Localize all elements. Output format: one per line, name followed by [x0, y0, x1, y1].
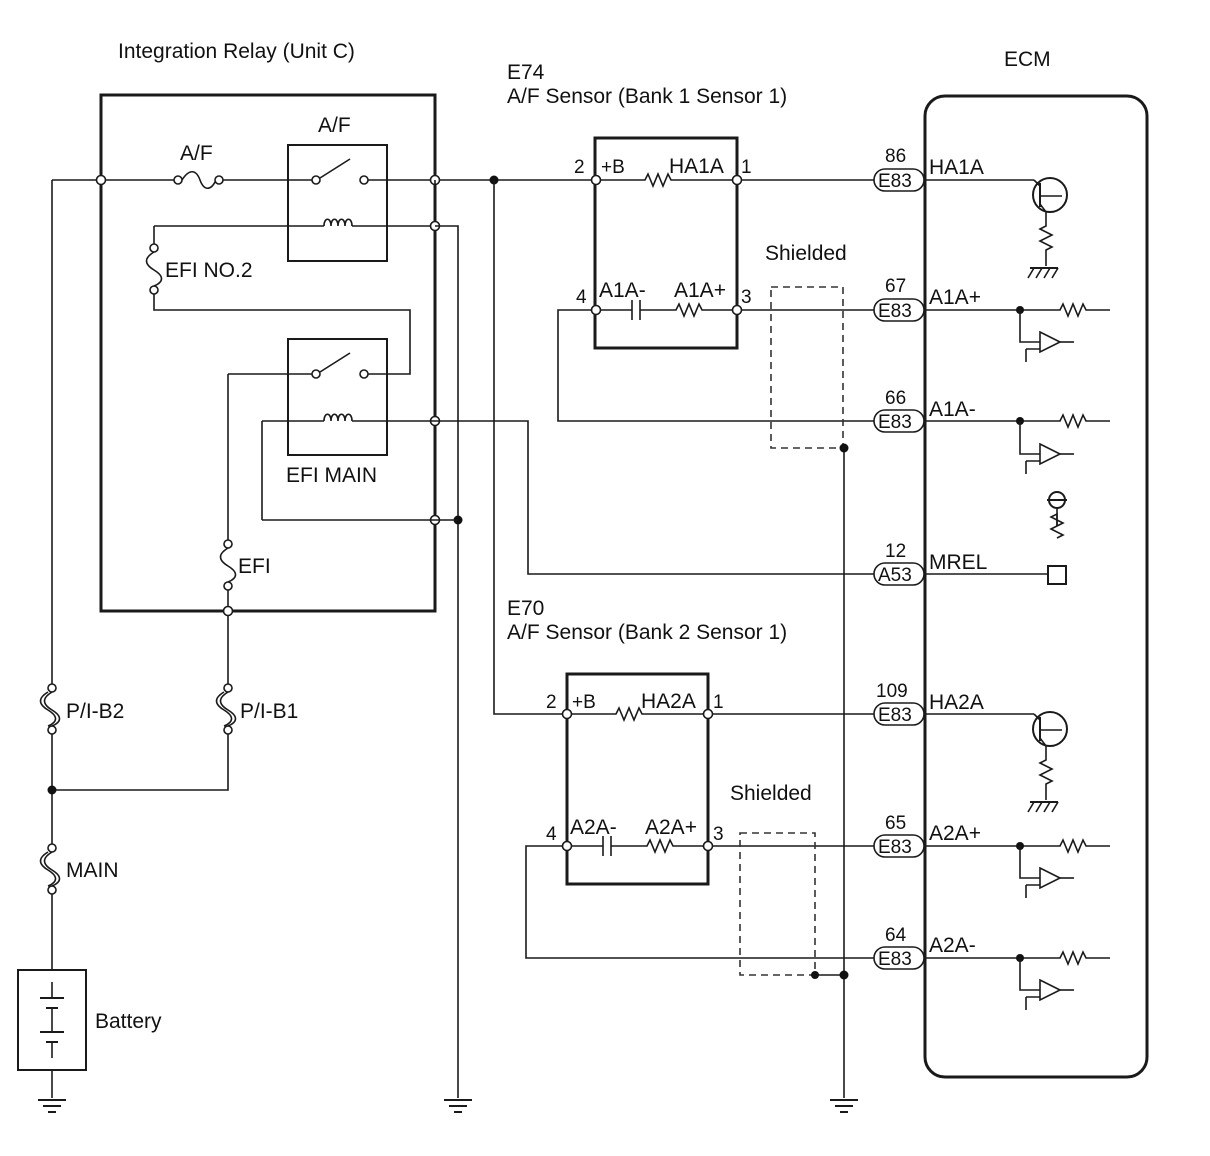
- pib1-label: P/I-B1: [240, 700, 298, 723]
- sensor1-code: E74: [507, 61, 545, 84]
- ecm-connector: E83: [878, 837, 912, 858]
- efi-main-relay: EFI MAIN: [228, 338, 435, 487]
- sensor2-power-feed: [493, 180, 563, 715]
- sensor1-pos-label: A1A+: [674, 279, 726, 302]
- ecm-signal: A1A+: [929, 286, 981, 309]
- efi-no2-fuse: EFI NO.2: [145, 225, 411, 375]
- shield1-label: Shielded: [765, 242, 847, 265]
- relay-box-title: Integration Relay (Unit C): [118, 40, 355, 63]
- ecm-terminal-ha1a: E83 86 HA1A: [873, 146, 1068, 279]
- battery-feed: [47, 734, 229, 846]
- main-fuse: MAIN: [39, 843, 119, 970]
- sensor1-wiring: Shielded: [557, 179, 874, 1098]
- sensor2-pos-label: A2A+: [645, 816, 697, 839]
- af-relay-label: A/F: [318, 114, 351, 137]
- ecm-signal: MREL: [929, 551, 987, 574]
- ecm-pin: 12: [885, 541, 906, 562]
- ecm-connector: E83: [878, 949, 912, 970]
- efi-main-label: EFI MAIN: [286, 464, 377, 487]
- power-source-icon: [1047, 491, 1067, 509]
- sensor2-pin-3: 3: [713, 824, 724, 845]
- af-sensor-bank2: E70 A/F Sensor (Bank 2 Sensor 1) 2 +B HA…: [507, 597, 787, 886]
- ecm-pin: 86: [885, 146, 906, 167]
- af-fuse: A/F: [173, 142, 224, 190]
- sensor1-neg-label: A1A-: [599, 279, 646, 302]
- ground-icon: [444, 1099, 472, 1113]
- ecm-pin: 66: [885, 388, 906, 409]
- transistor-icon: [1027, 177, 1068, 279]
- af-fuse-label: A/F: [180, 142, 213, 165]
- ecm-signal: A2A+: [929, 822, 981, 845]
- battery-label: Battery: [95, 1010, 162, 1033]
- sensor2-wiring: Shielded: [525, 713, 874, 980]
- ecm-signal: HA1A: [929, 156, 984, 179]
- sensor1-plus-b: +B: [601, 157, 625, 178]
- efi-fuse: EFI: [219, 374, 271, 688]
- sensor2-name: A/F Sensor (Bank 2 Sensor 1): [507, 621, 787, 644]
- main-fuse-label: MAIN: [66, 859, 119, 882]
- ecm-terminal-mrel: A53 12 MREL: [873, 491, 1067, 586]
- ecm-signal: A1A-: [929, 398, 976, 421]
- af-relay: A/F: [287, 114, 435, 262]
- sensor1-pin-4: 4: [576, 287, 587, 308]
- ecm-pin: 65: [885, 813, 906, 834]
- ecm-connector: E83: [878, 171, 912, 192]
- transistor-icon: [1027, 711, 1068, 813]
- ecm-terminal-a1a-neg: E83 66 A1A-: [873, 388, 1110, 474]
- sensor2-pin-2: 2: [546, 692, 557, 713]
- sensor1-pin-2: 2: [574, 157, 585, 178]
- ecm-connector: E83: [878, 705, 912, 726]
- sensor2-heater-label: HA2A: [641, 690, 696, 713]
- ecm-pin: 109: [876, 681, 908, 702]
- sensor2-plus-b: +B: [572, 692, 596, 713]
- sensor2-neg-label: A2A-: [570, 816, 617, 839]
- sensor2-code: E70: [507, 597, 544, 620]
- ecm-pin: 67: [885, 276, 906, 297]
- pib2-fuse: P/I-B2: [39, 683, 124, 735]
- relay-internal-bus: [261, 180, 463, 1098]
- ecm-connector: A53: [878, 565, 912, 586]
- ecm-connector: E83: [878, 301, 912, 322]
- sensor2-pin-1: 1: [713, 692, 724, 713]
- ecm-signal: HA2A: [929, 691, 984, 714]
- ecm-terminal-a2a-pos: E83 65 A2A+: [873, 813, 1110, 898]
- ecm-connector: E83: [878, 412, 912, 433]
- sensor1-heater-label: HA1A: [669, 155, 724, 178]
- ecm-title: ECM: [1004, 48, 1051, 71]
- ecm-terminal-a2a-neg: E83 64 A2A-: [873, 925, 1110, 1010]
- sensor1-pin-3: 3: [741, 287, 752, 308]
- efi-no2-label: EFI NO.2: [165, 259, 253, 282]
- ecm-terminal-a1a-pos: E83 67 A1A+: [873, 276, 1110, 362]
- efi-fuse-label: EFI: [238, 555, 271, 578]
- shield2-label: Shielded: [730, 782, 812, 805]
- pib2-label: P/I-B2: [66, 700, 124, 723]
- ecm-terminal-ha2a: E83 109 HA2A: [873, 681, 1068, 813]
- battery: Battery: [17, 969, 162, 1098]
- output-driver-icon: [1047, 565, 1067, 585]
- ground-icon: [830, 1099, 858, 1113]
- af-sensor-bank1: E74 A/F Sensor (Bank 1 Sensor 1) 2 +B HA…: [507, 61, 787, 350]
- mrel-wire: [435, 420, 874, 575]
- ecm-pin: 64: [885, 925, 907, 946]
- pib1-fuse: P/I-B1: [215, 683, 298, 735]
- integration-relay-box: Integration Relay (Unit C): [99, 40, 437, 613]
- sensor2-pin-4: 4: [546, 824, 557, 845]
- sensor1-name: A/F Sensor (Bank 1 Sensor 1): [507, 85, 787, 108]
- ecm-signal: A2A-: [929, 934, 976, 957]
- power-bus: A/F: [51, 142, 594, 688]
- sensor1-pin-1: 1: [741, 157, 752, 178]
- ecm-box: ECM: [923, 48, 1149, 1079]
- ground-icon: [38, 1099, 66, 1113]
